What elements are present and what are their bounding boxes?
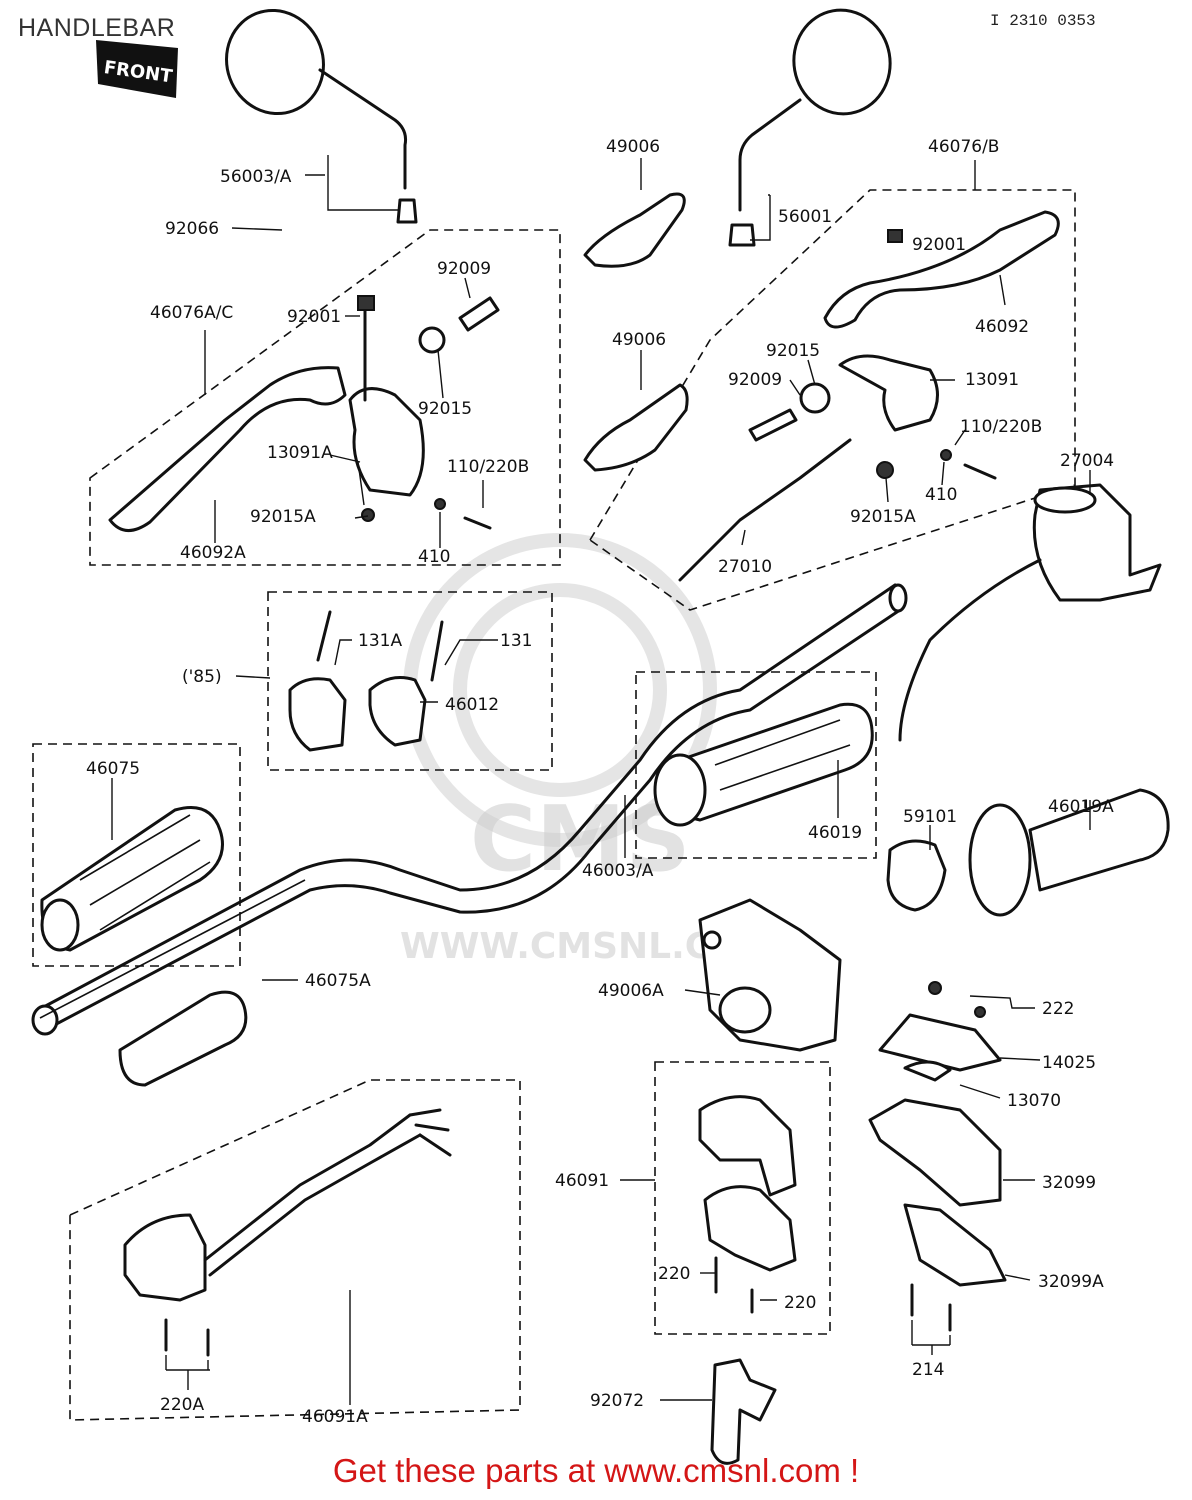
throttle-housing-cover (698, 898, 842, 1052)
callout-32099a: 32099A (1038, 1272, 1104, 1292)
page-title: HANDLEBAR (18, 14, 176, 42)
callout-27010: 27010 (718, 557, 772, 577)
callout-13070: 13070 (1007, 1091, 1061, 1111)
left-clutch-lever (108, 295, 500, 532)
callout-46076ac: 46076A/C (150, 303, 233, 323)
callout-131a: 131A (358, 631, 402, 651)
callout-49006-mid: 49006 (612, 330, 666, 350)
left-lever-assembly-box (89, 229, 561, 566)
right-throttle-grip (653, 702, 874, 827)
callout-110-220b-right: 110/220B (960, 417, 1042, 437)
right-brake-lever (748, 210, 1060, 480)
callout-46092: 46092 (975, 317, 1029, 337)
throttle-grip-alt (968, 788, 1170, 917)
callout-85: ('85) (182, 667, 222, 687)
callout-59101: 59101 (903, 807, 957, 827)
right-switch-housing (898, 483, 1162, 742)
diagram-reference-code: I 2310 0353 (990, 12, 1096, 30)
callout-46091: 46091 (555, 1171, 609, 1191)
leader-lines (111, 155, 1091, 1405)
left-grip (40, 806, 224, 952)
callout-13091a: 13091A (267, 443, 333, 463)
callout-92001-right: 92001 (912, 235, 966, 255)
callout-92009-left: 92009 (437, 259, 491, 279)
callout-131: 131 (500, 631, 532, 651)
callout-13091: 13091 (965, 370, 1019, 390)
callout-410-left: 410 (418, 547, 450, 567)
callout-49006-top: 49006 (606, 137, 660, 157)
callout-14025: 14025 (1042, 1053, 1096, 1073)
callout-110-220b-left: 110/220B (447, 457, 529, 477)
callout-32099: 32099 (1042, 1173, 1096, 1193)
callout-46012: 46012 (445, 695, 499, 715)
front-marker: FRONT (96, 40, 178, 98)
callout-56003a: 56003/A (220, 167, 292, 187)
handlebar-tube (31, 583, 908, 1036)
callout-49006a: 49006A (598, 981, 664, 1001)
inner-grip (118, 990, 248, 1087)
callout-92001-left: 92001 (287, 307, 341, 327)
left-switch-assembly (123, 1108, 452, 1357)
right-mirror (728, 8, 892, 247)
callout-410-right: 410 (925, 485, 957, 505)
throttle-pulley (886, 839, 947, 912)
brake-switch-wire (678, 438, 852, 582)
left-mirror (225, 8, 418, 224)
callout-220-b: 220 (784, 1293, 816, 1313)
watermark-logo-text: CMS (470, 787, 690, 892)
part-number-callouts: 56003/A 92066 46076A/C 92001 92009 92015… (86, 137, 1114, 1427)
callout-92009-right: 92009 (728, 370, 782, 390)
callout-46075a: 46075A (305, 971, 371, 991)
callout-27004: 27004 (1060, 451, 1114, 471)
callout-46092a: 46092A (180, 543, 246, 563)
callout-46019a: 46019A (1048, 797, 1114, 817)
callout-46076b: 46076/B (928, 137, 999, 157)
callout-92015a-right: 92015A (850, 507, 916, 527)
callout-46019: 46019 (808, 823, 862, 843)
callout-92015a-left: 92015A (250, 507, 316, 527)
callout-46075: 46075 (86, 759, 140, 779)
callout-46003a: 46003/A (582, 861, 654, 881)
callout-56001: 56001 (778, 207, 832, 227)
lever-covers (583, 192, 689, 472)
callout-92015-right: 92015 (766, 341, 820, 361)
lever-holder-85-box (267, 591, 553, 771)
left-grip-box (32, 743, 241, 967)
throttle-housing-halves (698, 1095, 797, 1314)
right-switch-parts (868, 981, 1007, 1332)
footer-parts-link[interactable]: Get these parts at www.cmsnl.com ! (332, 1452, 860, 1489)
callout-222: 222 (1042, 999, 1074, 1019)
lever-holder-parts (288, 610, 444, 752)
callout-220-a: 220 (658, 1264, 690, 1284)
callout-92015-left: 92015 (418, 399, 472, 419)
callout-92066: 92066 (165, 219, 219, 239)
right-lever-assembly-box (588, 189, 1076, 611)
left-switch-box (69, 1079, 521, 1421)
throttle-housing-box (654, 1061, 831, 1335)
callout-220a: 220A (160, 1395, 204, 1415)
cable-clamp (710, 1358, 777, 1465)
callout-46091a: 46091A (302, 1407, 368, 1427)
callout-214: 214 (912, 1360, 944, 1380)
callout-92072: 92072 (590, 1391, 644, 1411)
